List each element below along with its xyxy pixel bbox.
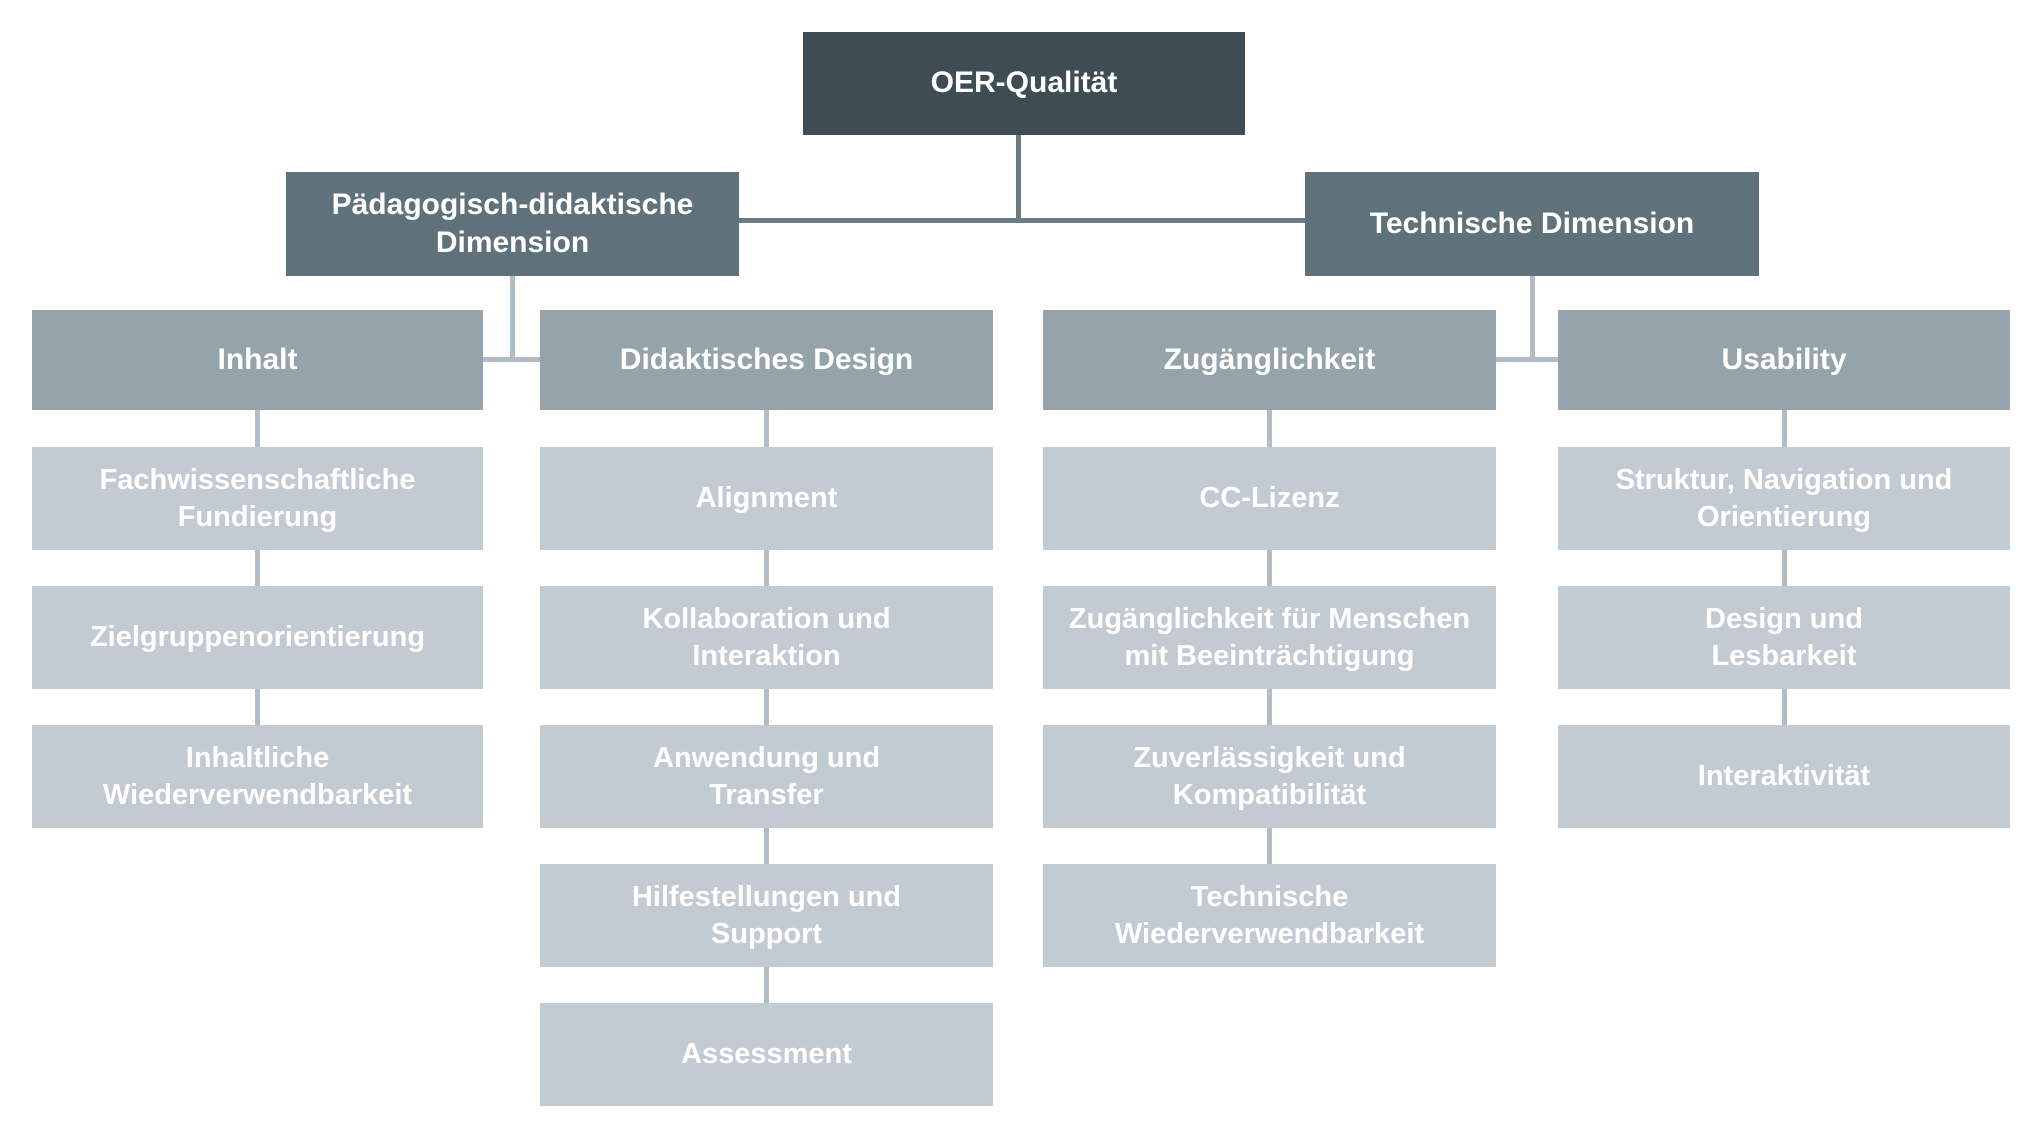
item-box: Zielgruppenorientierung (32, 586, 483, 689)
connector-col4-seg3 (1782, 689, 1787, 725)
connector-dimension2-horizontal (1496, 357, 1558, 362)
connector-col3-seg1 (1267, 410, 1272, 447)
item-box: CC-Lizenz (1043, 447, 1496, 550)
connector-col3-seg4 (1267, 828, 1272, 864)
connector-col1-seg3 (255, 689, 260, 725)
category-header-inhalt: Inhalt (32, 310, 483, 410)
connector-dimension1-vertical (510, 276, 515, 362)
connector-col3-seg2 (1267, 550, 1272, 586)
item-box: Assessment (540, 1003, 993, 1106)
category-header-zugaenglichkeit: Zugänglichkeit (1043, 310, 1496, 410)
item-box: Anwendung und Transfer (540, 725, 993, 828)
connector-col2-seg3 (764, 689, 769, 725)
connector-col2-seg2 (764, 550, 769, 586)
item-box: Zuverlässigkeit und Kompatibilität (1043, 725, 1496, 828)
connector-root-vertical (1016, 135, 1021, 223)
dimension-box-paedagogisch: Pädagogisch-didaktische Dimension (286, 172, 739, 276)
connector-col4-seg1 (1782, 410, 1787, 447)
item-box: Struktur, Navigation und Orientierung (1558, 447, 2010, 550)
item-box: Interaktivität (1558, 725, 2010, 828)
item-box: Zugänglichkeit für Menschen mit Beeinträ… (1043, 586, 1496, 689)
item-box: Technische Wiederverwendbarkeit (1043, 864, 1496, 967)
dimension-box-technisch: Technische Dimension (1305, 172, 1759, 276)
connector-dimension2-vertical (1530, 276, 1535, 362)
item-box: Kollaboration und Interaktion (540, 586, 993, 689)
connector-col2-seg1 (764, 410, 769, 447)
item-box: Fachwissenschaftliche Fundierung (32, 447, 483, 550)
root-box: OER-Qualität (803, 32, 1245, 135)
connector-col1-seg2 (255, 550, 260, 586)
connector-col1-seg1 (255, 410, 260, 447)
item-box: Alignment (540, 447, 993, 550)
connector-dimensions-horizontal (739, 218, 1305, 223)
category-header-didaktisches-design: Didaktisches Design (540, 310, 993, 410)
item-box: Hilfestellungen und Support (540, 864, 993, 967)
connector-col2-seg5 (764, 967, 769, 1003)
item-box: Design und Lesbarkeit (1558, 586, 2010, 689)
category-header-usability: Usability (1558, 310, 2010, 410)
connector-col4-seg2 (1782, 550, 1787, 586)
item-box: Inhaltliche Wiederverwendbarkeit (32, 725, 483, 828)
connector-dimension1-horizontal (483, 357, 540, 362)
connector-col3-seg3 (1267, 689, 1272, 725)
connector-col2-seg4 (764, 828, 769, 864)
